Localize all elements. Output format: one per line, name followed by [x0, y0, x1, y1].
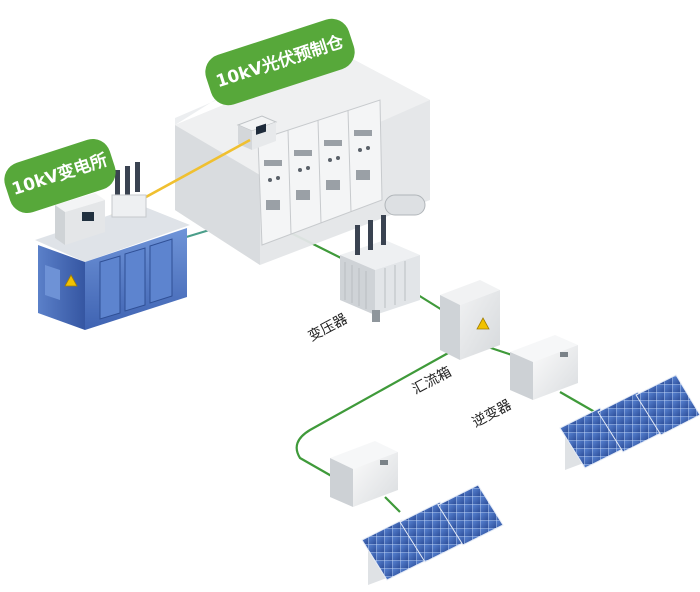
- warning-triangle-icon: [476, 317, 490, 330]
- inverter-right: [510, 335, 578, 400]
- combiner-box: [440, 280, 500, 360]
- transformer-label: 变压器: [306, 311, 351, 345]
- solar-array-left: [361, 484, 504, 585]
- combiner-box-label: 汇流箱: [410, 364, 455, 398]
- solar-array-right: [559, 374, 700, 470]
- insulators: [111, 162, 147, 218]
- cable-combiner-to-inverter-right: [487, 345, 513, 357]
- prefab-cabin: [175, 45, 430, 265]
- inverter-label: 逆变器: [470, 397, 515, 431]
- transformer: [340, 194, 426, 322]
- cable-combiner-to-inverter-left: [295, 351, 451, 479]
- warning-triangle-icon: [64, 274, 78, 287]
- inverter-left: [330, 441, 398, 507]
- cable-inverter-left-to-panels: [384, 496, 401, 513]
- substation: [35, 162, 190, 330]
- cabin-monitor-unit: [236, 115, 278, 150]
- switchgear-cabinets: [257, 99, 383, 246]
